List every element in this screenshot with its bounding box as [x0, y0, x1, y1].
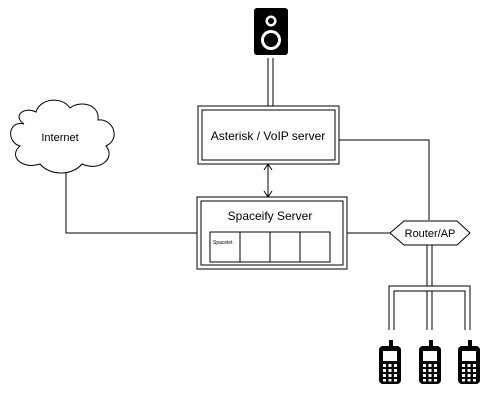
router-bus-inner	[393, 290, 466, 330]
phones-group	[379, 340, 480, 384]
cloud-shape	[10, 99, 115, 174]
spacelet-slot-label: Spacelet	[213, 240, 233, 246]
mobile-phone-icon	[458, 340, 480, 384]
asterisk-server-node: Asterisk / VoIP server	[197, 105, 340, 165]
mobile-phone-icon	[379, 340, 401, 384]
spacelet-slot	[269, 231, 301, 263]
spaceify-server-label: Spaceify Server	[228, 209, 313, 223]
internet-node: Internet	[10, 99, 115, 174]
mobile-phone-icon	[419, 340, 441, 384]
spacelet-slot	[299, 231, 331, 263]
asterisk-server-label: Asterisk / VoIP server	[211, 129, 326, 143]
internet-to-spaceify-line	[65, 165, 197, 234]
spacelet-slot	[239, 231, 271, 263]
spaceify-server-node: Spaceify Server Spacelet	[196, 196, 348, 270]
router-bus-outer	[388, 285, 471, 330]
router-label: Router/AP	[405, 228, 456, 240]
internet-label: Internet	[41, 132, 78, 144]
spacelet-slot	[209, 231, 241, 263]
asterisk-to-router-line	[339, 139, 430, 220]
connectors	[65, 58, 471, 330]
router-hexagon	[389, 220, 471, 246]
router-node: Router/AP	[389, 220, 471, 246]
speaker-icon	[254, 8, 288, 55]
spacelet-slots	[209, 231, 331, 263]
